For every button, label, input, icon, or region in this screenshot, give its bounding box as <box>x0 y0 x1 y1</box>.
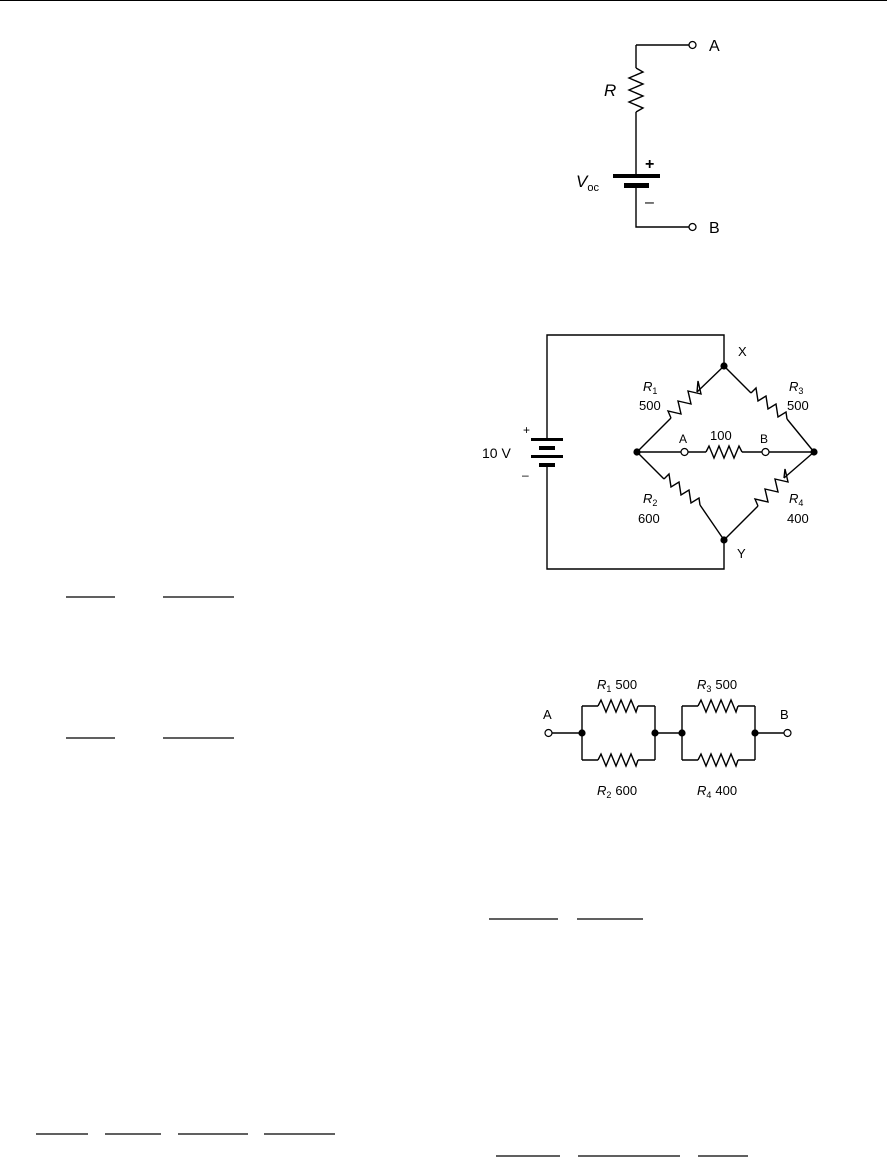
bridge-r2-wire-upper <box>636 451 665 480</box>
equiv-r3-resistor <box>697 698 739 714</box>
bridge-r1-wire-upper <box>696 365 725 393</box>
bridge-load-resistor <box>705 444 743 460</box>
bridge-node-x-dot <box>720 362 728 370</box>
thevenin-terminal-a <box>688 40 697 50</box>
bridge-label-r1-name: R1 <box>643 379 657 396</box>
bridge-label-r1-value: 500 <box>639 398 661 413</box>
bridge-label-b: B <box>760 432 768 446</box>
bridge-label-r2-name: R2 <box>643 491 657 508</box>
bridge-battery-minus: – <box>522 468 529 482</box>
equiv-junction-dot-1 <box>578 729 586 737</box>
bridge-battery-plate-2 <box>539 446 555 450</box>
thevenin-resistor-r <box>627 67 645 113</box>
bridge-label-a: A <box>679 432 687 446</box>
bridge-label-load-value: 100 <box>710 428 732 443</box>
equiv-terminal-b <box>783 728 792 738</box>
thevenin-battery-short-plate <box>624 183 649 188</box>
thevenin-plus-sign: + <box>645 156 654 173</box>
thevenin-battery-long-plate <box>613 174 660 178</box>
bridge-battery-label: 10 V <box>482 445 511 461</box>
bridge-label-x: X <box>738 344 747 359</box>
equiv-r4-resistor <box>697 752 739 768</box>
bridge-r3-wire-upper <box>723 365 752 394</box>
bridge-r1-wire-lower <box>636 417 672 453</box>
bridge-r3-wire-lower <box>786 418 815 453</box>
bridge-label-r3-value: 500 <box>787 398 809 413</box>
bridge-terminal-a <box>680 447 689 457</box>
fraction-bars-left-column <box>36 596 335 1135</box>
equiv-terminal-a <box>544 728 553 738</box>
bridge-label-r4-name: R4 <box>789 491 803 508</box>
thevenin-label-b: B <box>709 220 720 237</box>
bridge-terminal-b <box>761 447 770 457</box>
thevenin-terminal-b <box>688 222 697 232</box>
bridge-node-y-dot <box>720 536 728 544</box>
wheatstone-bridge-circuit: + – 10 V <box>482 334 818 570</box>
bridge-battery-plate-1 <box>531 438 563 441</box>
bridge-r3-resistor <box>750 386 788 420</box>
bridge-node-left-dot <box>633 448 641 456</box>
thevenin-minus-sign: – <box>645 194 654 211</box>
equiv-junction-dot-4 <box>751 729 759 737</box>
bridge-wire-outer-loop <box>546 334 725 570</box>
fraction-bars-right-column <box>489 918 748 1157</box>
bridge-r2-resistor <box>663 472 701 506</box>
bridge-r4-wire-lower <box>723 505 759 541</box>
equiv-r1-resistor <box>597 698 639 714</box>
thevenin-label-voc: Voc <box>576 172 599 194</box>
bridge-battery-plate-3 <box>531 455 563 458</box>
bridge-r4-resistor <box>753 468 789 507</box>
page-top-rule <box>0 0 887 1</box>
bridge-label-r4-value: 400 <box>787 511 809 526</box>
equiv-junction-dot-2 <box>651 729 659 737</box>
equiv-r2-resistor <box>597 752 639 768</box>
thevenin-label-r: R <box>604 81 616 100</box>
equiv-junction-dot-3 <box>678 729 686 737</box>
bridge-label-y: Y <box>737 546 746 561</box>
thevenin-wire-left-lower <box>635 188 689 228</box>
bridge-label-r3-name: R3 <box>789 379 803 396</box>
bridge-node-right-dot <box>810 448 818 456</box>
thevenin-label-a: A <box>709 38 720 55</box>
equiv-label-b: B <box>780 707 789 722</box>
bridge-battery-plate-4 <box>539 463 555 467</box>
bridge-r2-wire-lower <box>699 504 725 541</box>
bridge-r4-wire-upper <box>783 451 815 479</box>
equiv-label-a: A <box>543 707 552 722</box>
thevenin-equivalent-circuit: A B R Voc + – <box>576 38 720 237</box>
bridge-r1-resistor <box>666 380 702 419</box>
bridge-label-r2-value: 600 <box>638 511 660 526</box>
bridge-battery-plus: + <box>523 423 530 437</box>
